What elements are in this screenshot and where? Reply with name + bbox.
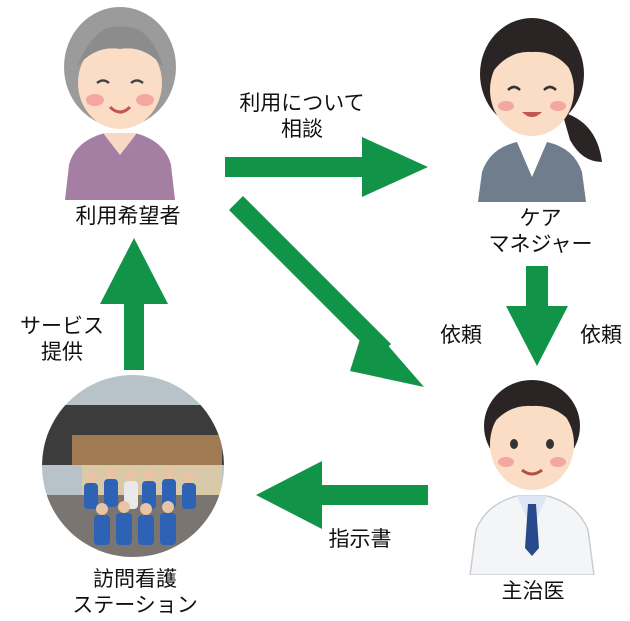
care-manager-label-line1: ケア xyxy=(519,206,562,230)
arrow-instruction xyxy=(256,461,428,529)
elderly-user-illustration xyxy=(55,5,185,200)
consult-label-line1: 利用について xyxy=(239,91,365,115)
service-label-line2: 提供 xyxy=(41,340,83,364)
station-label-line1: 訪問看護 xyxy=(93,567,177,591)
request-label-left: 依頼 xyxy=(440,323,482,347)
user-label: 利用希望者 xyxy=(75,204,181,228)
service-label: サービス 提供 xyxy=(2,313,122,365)
instruction-label: 指示書 xyxy=(328,527,392,551)
doctor-label: 主治医 xyxy=(501,579,565,603)
care-manager-label: ケア マネジャー xyxy=(468,205,613,257)
arrow-service xyxy=(100,238,168,370)
consult-label: 利用について 相談 xyxy=(222,90,382,142)
arrow-consult xyxy=(225,137,428,197)
doctor-illustration xyxy=(462,370,602,575)
station-label: 訪問看護 ステーション xyxy=(40,566,230,618)
station-label-line2: ステーション xyxy=(72,593,198,617)
consult-label-line2: 相談 xyxy=(281,117,323,141)
care-manager-label-line2: マネジャー xyxy=(488,232,593,256)
nurse-station-photo xyxy=(42,375,224,557)
request-label-right: 依頼 xyxy=(580,323,622,347)
care-manager-illustration xyxy=(462,12,602,202)
arrow-user-to-doctor xyxy=(229,196,424,387)
arrow-request xyxy=(506,266,568,366)
service-label-line1: サービス xyxy=(20,314,104,338)
